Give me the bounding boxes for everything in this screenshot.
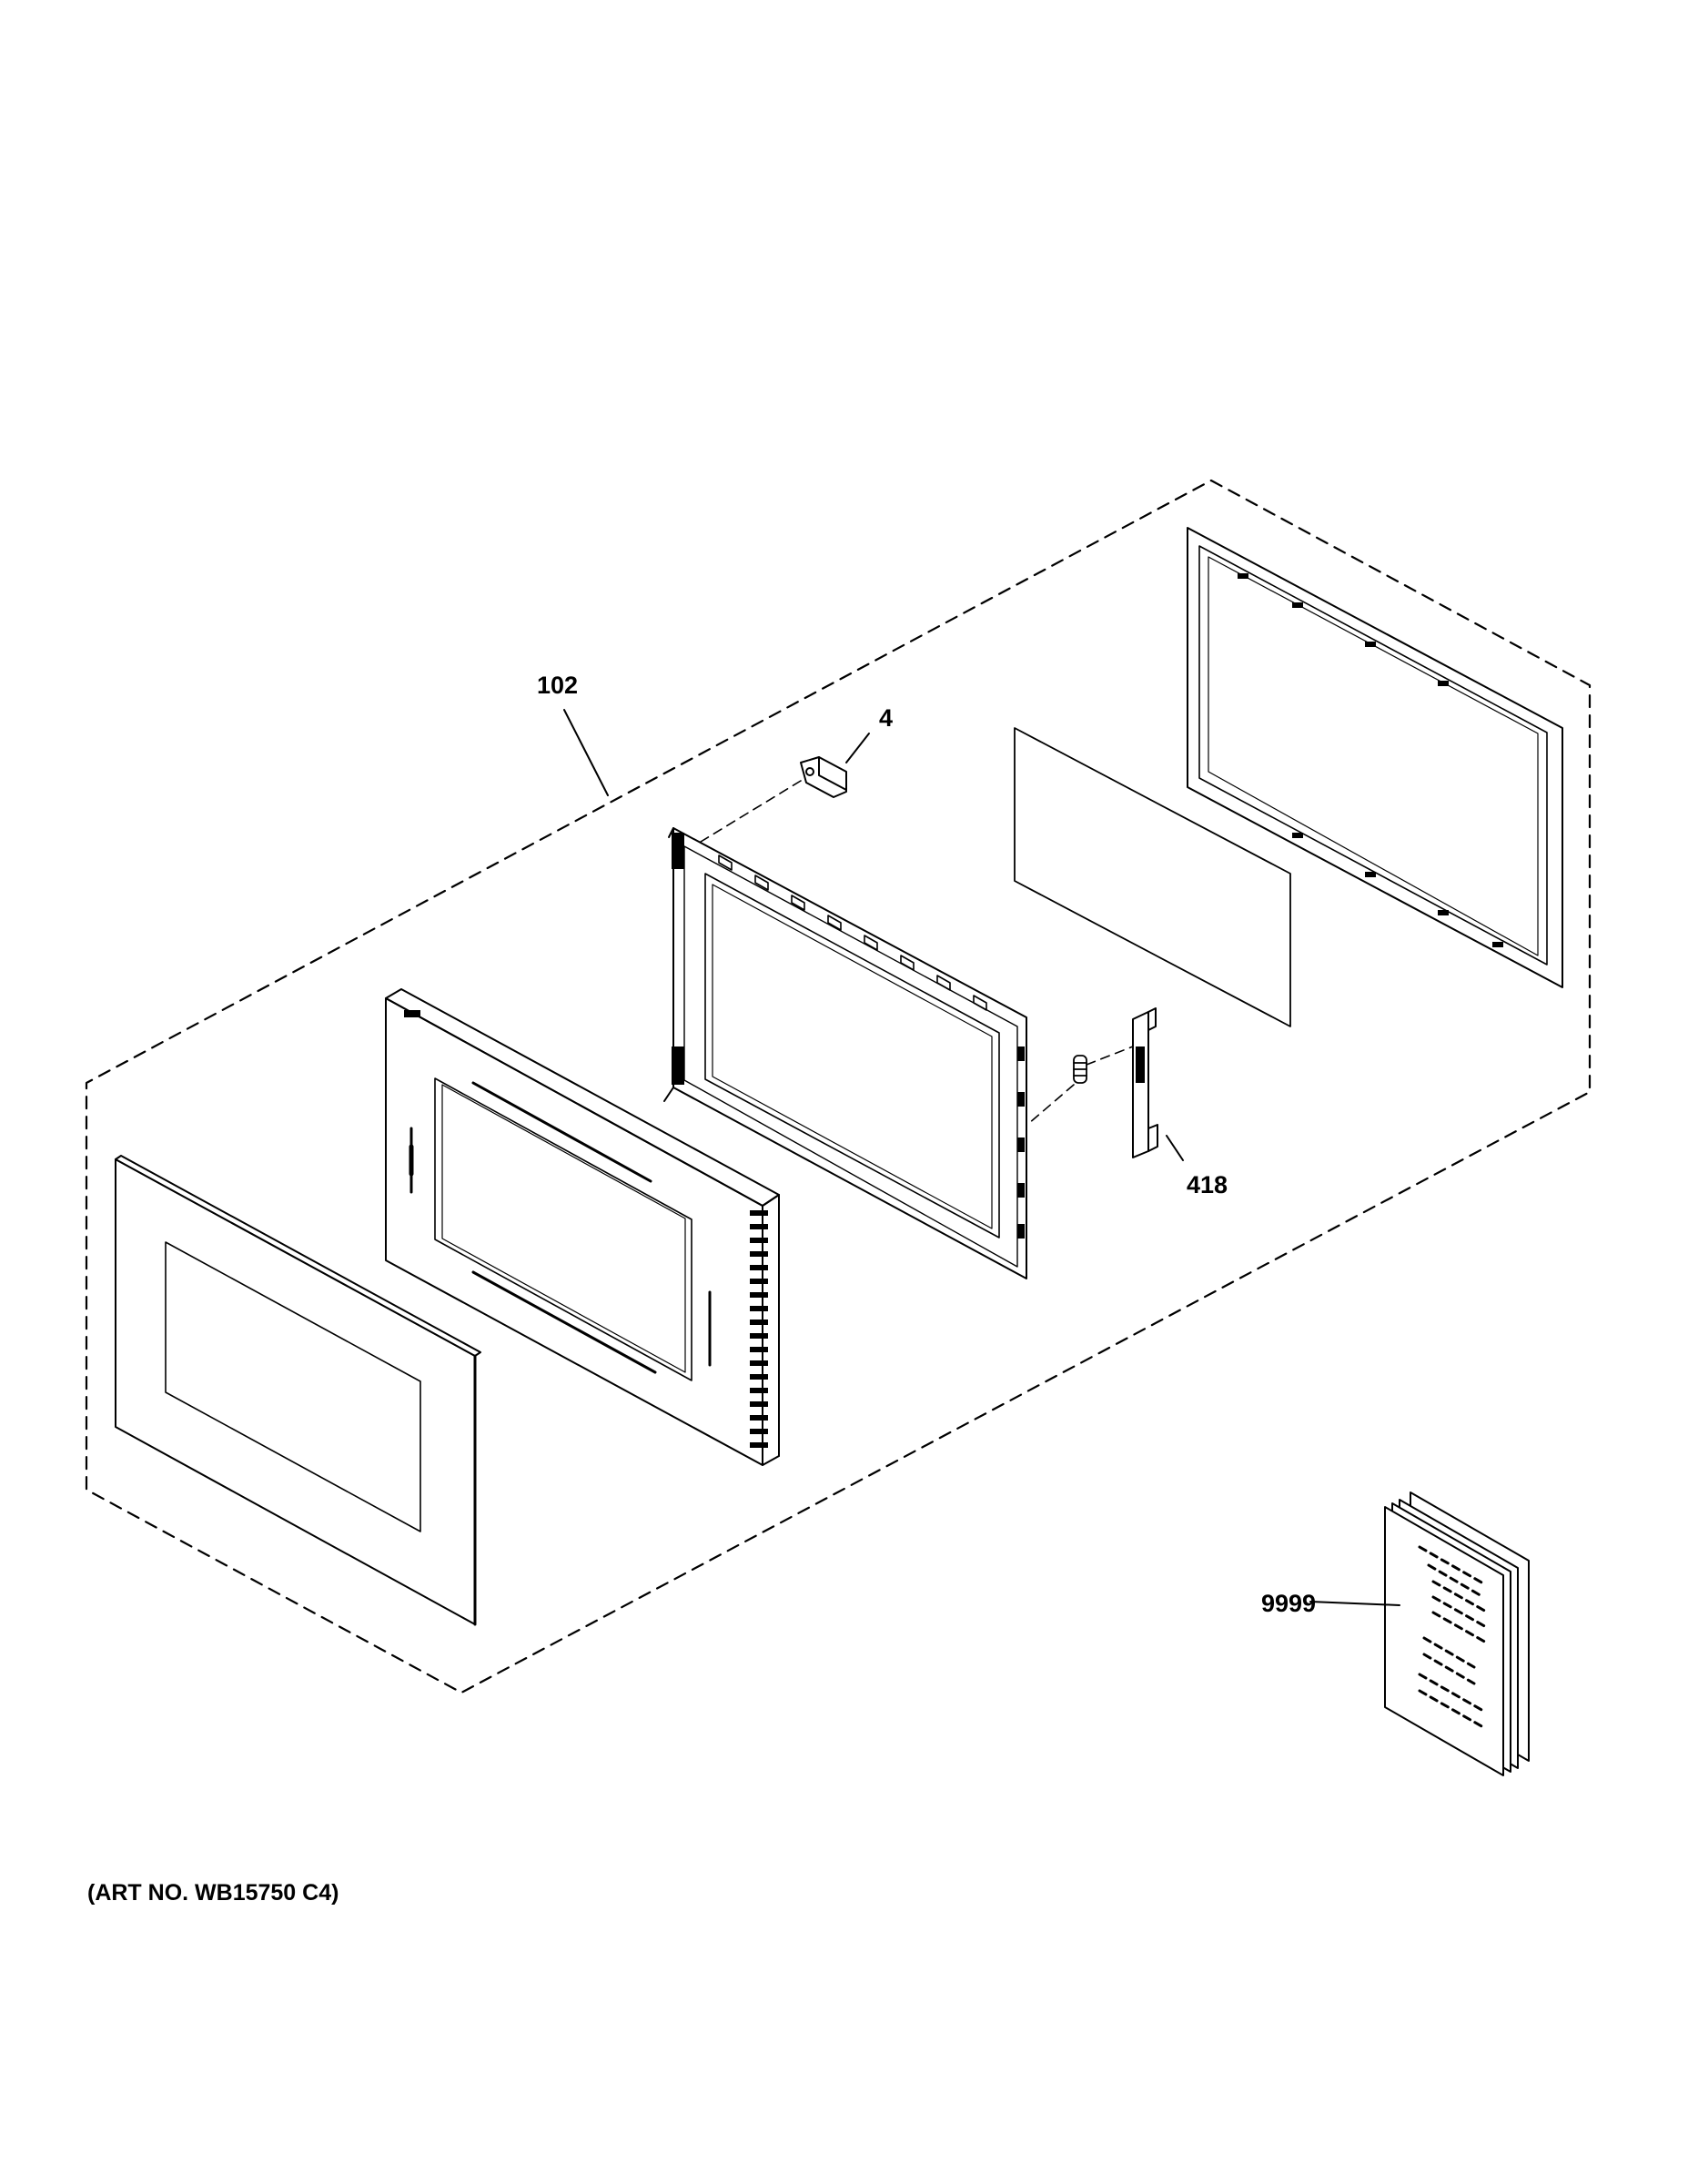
callout-4: 4: [879, 704, 894, 732]
inner-door-chassis: [663, 827, 1027, 1279]
art-number: (ART NO. WB15750 C4): [87, 1880, 339, 1906]
latch-part: [1132, 1007, 1158, 1158]
latch-dash: [1027, 1084, 1075, 1125]
chassis-tabs: [718, 854, 987, 1011]
callout-102: 102: [537, 672, 579, 699]
latch-spring: [1073, 1055, 1087, 1084]
vent-slots: [750, 1210, 768, 1448]
rear-frame-tabs: [1238, 573, 1503, 947]
callout-418: 418: [1187, 1171, 1228, 1198]
door-frame: [385, 988, 780, 1466]
chassis-side-tabs: [1017, 1046, 1025, 1239]
rear-door-frame: [1187, 527, 1563, 988]
literature-booklet: [1384, 1491, 1530, 1776]
assembly-boundary: [85, 479, 1592, 1694]
glass-pane: [1014, 727, 1291, 1027]
hinge-dash: [700, 780, 802, 843]
leader-418: [1166, 1135, 1184, 1161]
leader-9999: [1309, 1601, 1400, 1606]
outer-door-panel: [115, 1155, 481, 1626]
hinge-part: [800, 756, 847, 798]
leader-4: [845, 733, 870, 763]
leader-102: [563, 709, 609, 796]
spring-dash: [1086, 1046, 1134, 1066]
booklet-text-lines: [1418, 1545, 1490, 1729]
callout-9999: 9999: [1261, 1590, 1317, 1617]
